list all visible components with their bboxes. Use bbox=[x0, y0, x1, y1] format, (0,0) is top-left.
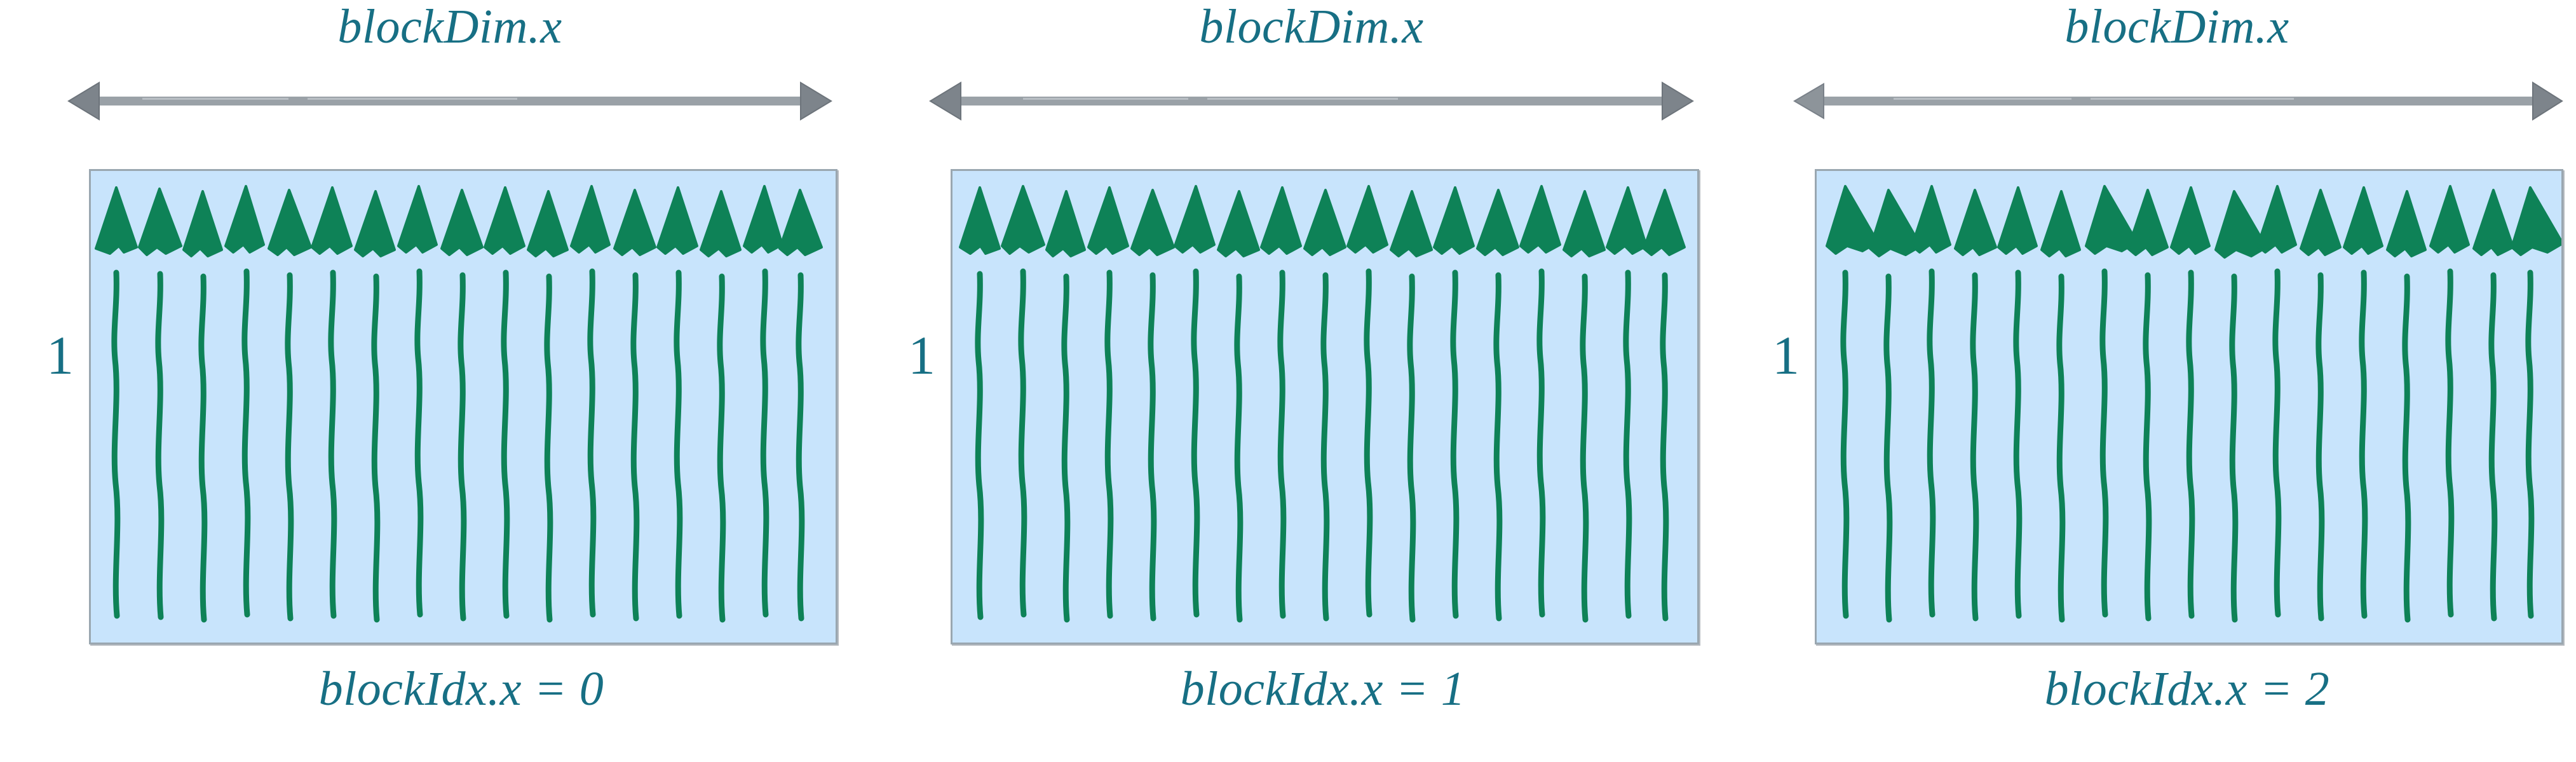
block-height-label-2: 1 bbox=[1772, 325, 1800, 386]
block-dim-arrow-1 bbox=[928, 80, 1695, 122]
block-group-0: blockDim.x 1 bbox=[0, 0, 923, 762]
block-group-2: blockDim.x 1 bbox=[1726, 0, 2576, 762]
block-height-label-1: 1 bbox=[908, 325, 935, 386]
thread-block-box-0 bbox=[89, 169, 837, 644]
block-dim-arrow-2 bbox=[1792, 80, 2565, 122]
thread-arrows-group-0 bbox=[95, 185, 823, 623]
thread-block-box-2 bbox=[1815, 169, 2563, 644]
block-dim-arrow-0 bbox=[66, 80, 834, 122]
thread-arrows-group-2 bbox=[1826, 185, 2561, 623]
thread-arrows-group-1 bbox=[959, 185, 1686, 623]
double-headed-arrow-icon bbox=[1793, 81, 2563, 121]
block-dim-label-0: blockDim.x bbox=[337, 0, 562, 53]
block-idx-label-2: blockIdx.x = 2 bbox=[2044, 662, 2330, 716]
double-headed-arrow-icon bbox=[67, 81, 832, 121]
block-height-label-0: 1 bbox=[46, 325, 74, 386]
block-group-1: blockDim.x 1 bbox=[862, 0, 1721, 762]
block-idx-label-0: blockIdx.x = 0 bbox=[318, 662, 604, 716]
thread-block-box-1 bbox=[951, 169, 1699, 644]
double-headed-arrow-icon bbox=[929, 81, 1694, 121]
block-dim-label-1: blockDim.x bbox=[1199, 0, 1424, 53]
block-dim-label-2: blockDim.x bbox=[2064, 0, 2289, 53]
block-idx-label-1: blockIdx.x = 1 bbox=[1180, 662, 1466, 716]
